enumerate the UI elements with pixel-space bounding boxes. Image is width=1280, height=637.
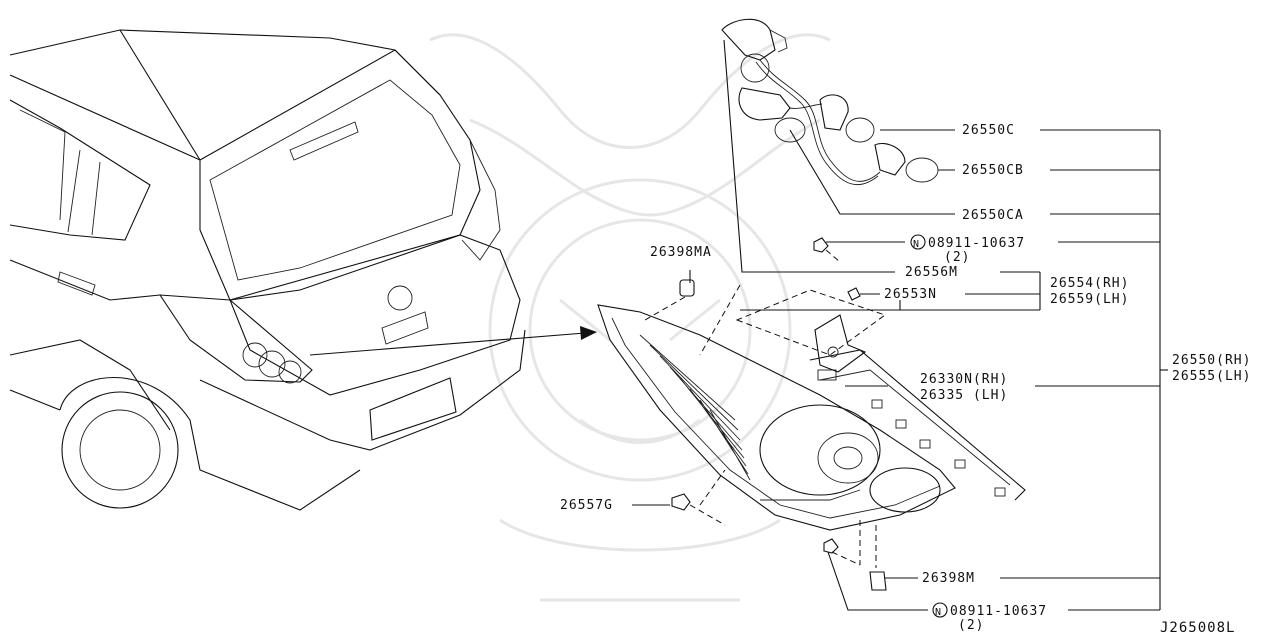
label-26556M: 26556M [905, 265, 958, 280]
label-26555-lh: 26555(LH) [1172, 369, 1251, 384]
label-26559-lh: 26559(LH) [1050, 292, 1129, 307]
diagram-code: J265008L [1160, 620, 1235, 636]
label-26553N: 26553N [884, 287, 937, 302]
leader-lines [632, 39, 1168, 611]
bulb-socket-harness [721, 18, 939, 186]
car-rear-view [9, 29, 597, 511]
label-08911-10637-top: 08911-10637 [928, 236, 1025, 251]
label-26398M: 26398M [922, 571, 975, 586]
label-26554-rh: 26554(RH) [1050, 276, 1129, 291]
watermark-crest [429, 33, 831, 602]
nut-symbol-top: N [910, 234, 926, 250]
nut-symbol-bottom: N [932, 602, 948, 618]
label-26550CA: 26550CA [962, 208, 1024, 223]
part-labels: 26550C 26550CB 26550CA N 08911-10637 (2)… [560, 123, 1251, 636]
clip-26398MA-icon [679, 279, 695, 297]
nut-symbol-bottom-letter: N [935, 607, 941, 618]
label-26398MA: 26398MA [650, 245, 712, 260]
label-26550CB: 26550CB [962, 163, 1024, 178]
packing-26553N-icon [847, 287, 861, 301]
label-26550-rh: 26550(RH) [1172, 353, 1251, 368]
nut-symbol-top-letter: N [913, 239, 919, 250]
nut-08911-bottom-icon [823, 538, 839, 554]
label-08911-10637-bottom: 08911-10637 [950, 604, 1047, 619]
label-26330N-rh: 26330N(RH) [920, 372, 1008, 387]
combination-lamp-assembly [597, 284, 1026, 531]
grommet-26557G-icon [671, 493, 691, 511]
clip-26398M-icon [869, 571, 887, 591]
label-08911-bottom-qty: (2) [958, 618, 984, 633]
label-26335-lh: 26335 (LH) [920, 388, 1008, 403]
label-26550C: 26550C [962, 123, 1015, 138]
label-26557G: 26557G [560, 498, 613, 513]
nut-08911-top-icon [813, 237, 829, 253]
label-08911-top-qty: (2) [944, 250, 970, 265]
fasteners [644, 237, 887, 591]
